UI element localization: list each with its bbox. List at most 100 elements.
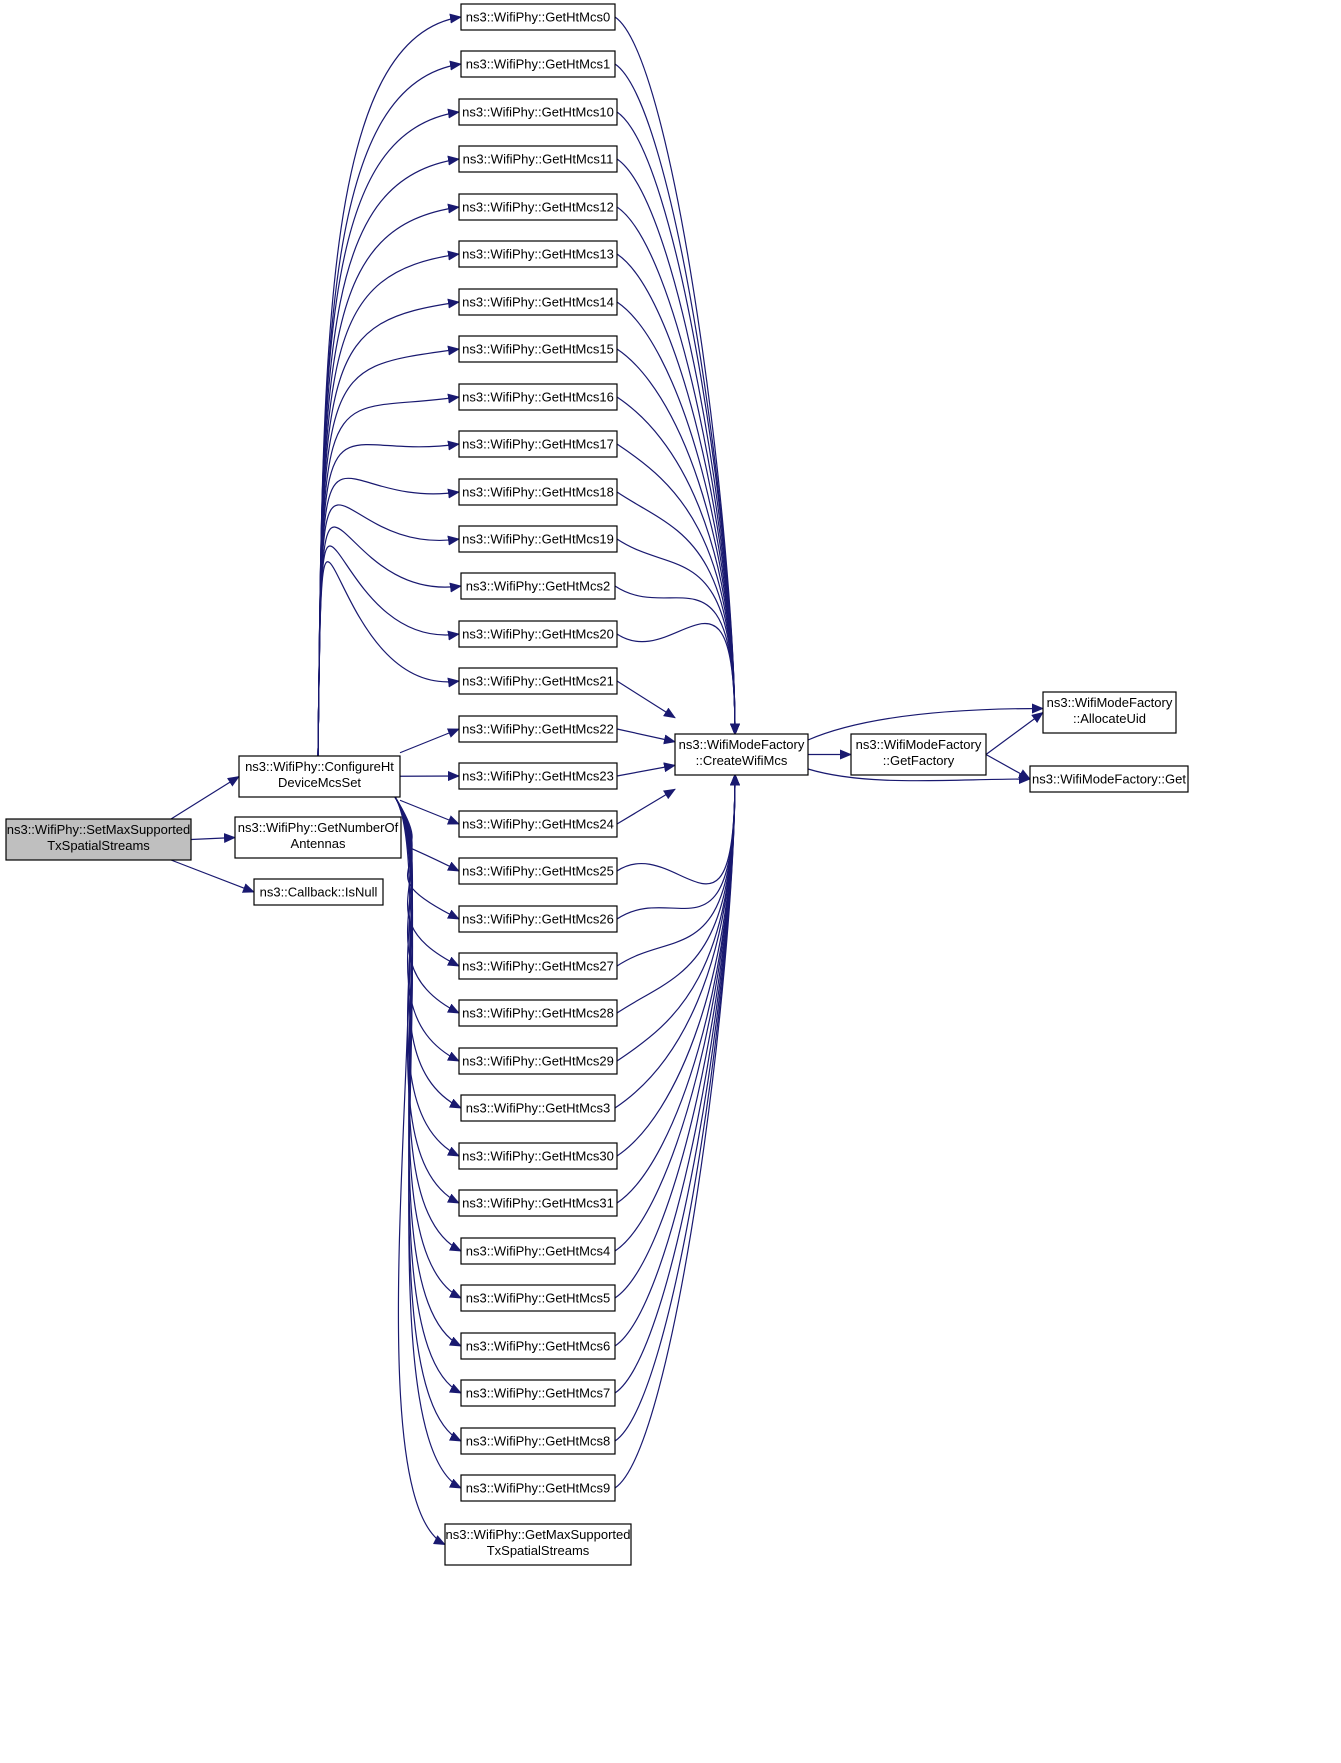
node-m10[interactable]: ns3::WifiPhy::GetHtMcs10 [458, 98, 618, 126]
edge [616, 538, 740, 736]
node-label: ns3::WifiPhy::GetHtMcs27 [462, 959, 614, 974]
node-label: ns3::WifiPhy::GetHtMcs15 [462, 342, 614, 357]
edge-configure-to-m12 [317, 203, 460, 757]
node-m8[interactable]: ns3::WifiPhy::GetHtMcs8 [460, 1427, 616, 1455]
node-box [460, 1474, 616, 1502]
node-isnull[interactable]: ns3::Callback::IsNull [253, 878, 384, 906]
node-get[interactable]: ns3::WifiModeFactory::Get [1029, 765, 1189, 793]
node-m4[interactable]: ns3::WifiPhy::GetHtMcs4 [460, 1237, 616, 1265]
edge-m0-to-createmcs [614, 16, 740, 736]
node-m19[interactable]: ns3::WifiPhy::GetHtMcs19 [458, 525, 618, 553]
edge [985, 711, 1044, 755]
node-label: ns3::WifiPhy::GetHtMcs5 [466, 1291, 610, 1306]
node-m7[interactable]: ns3::WifiPhy::GetHtMcs7 [460, 1379, 616, 1407]
node-label: ns3::WifiPhy::GetHtMcs28 [462, 1006, 614, 1021]
node-label: ns3::WifiModeFactory [679, 737, 805, 752]
node-m31[interactable]: ns3::WifiPhy::GetHtMcs31 [458, 1189, 618, 1217]
edge-configure-to-m15 [317, 345, 460, 757]
node-box [460, 1427, 616, 1455]
node-m11[interactable]: ns3::WifiPhy::GetHtMcs11 [458, 145, 618, 173]
edge-createmcs-to-get [807, 768, 1031, 785]
edge-m21-to-createmcs [616, 680, 676, 719]
node-m20[interactable]: ns3::WifiPhy::GetHtMcs20 [458, 620, 618, 648]
node-box [458, 193, 618, 221]
node-m21[interactable]: ns3::WifiPhy::GetHtMcs21 [458, 667, 618, 695]
edge-getfactory-to-get [985, 753, 1031, 780]
node-label: ns3::WifiPhy::GetHtMcs13 [462, 247, 614, 262]
node-m16[interactable]: ns3::WifiPhy::GetHtMcs16 [458, 383, 618, 411]
node-getfactory[interactable]: ns3::WifiModeFactory::GetFactory [850, 733, 987, 776]
node-label: ns3::WifiPhy::GetHtMcs23 [462, 769, 614, 784]
node-m9[interactable]: ns3::WifiPhy::GetHtMcs9 [460, 1474, 616, 1502]
node-label: ns3::Callback::IsNull [260, 885, 378, 900]
node-m15[interactable]: ns3::WifiPhy::GetHtMcs15 [458, 335, 618, 363]
edge [394, 796, 446, 1546]
node-m22[interactable]: ns3::WifiPhy::GetHtMcs22 [458, 715, 618, 743]
node-getmax[interactable]: ns3::WifiPhy::GetMaxSupportedTxSpatialSt… [444, 1523, 632, 1566]
node-box [5, 818, 192, 861]
edge-configure-to-m16 [317, 393, 460, 757]
edge-configure-to-m22 [399, 728, 460, 754]
node-allocuid[interactable]: ns3::WifiModeFactory::AllocateUid [1042, 691, 1177, 734]
node-m1[interactable]: ns3::WifiPhy::GetHtMcs1 [460, 50, 616, 78]
edge [317, 108, 460, 757]
node-m25[interactable]: ns3::WifiPhy::GetHtMcs25 [458, 857, 618, 885]
node-root[interactable]: ns3::WifiPhy::SetMaxSupportedTxSpatialSt… [5, 818, 192, 861]
edge-m11-to-createmcs [616, 158, 740, 736]
edge [394, 796, 462, 1299]
edge-configure-to-m25 [394, 796, 460, 872]
edge-m6-to-createmcs [614, 773, 740, 1347]
edge-root-to-configure [170, 775, 240, 820]
edge-m23-to-createmcs [616, 762, 676, 777]
node-label: ns3::WifiModeFactory [1047, 695, 1173, 710]
node-m14[interactable]: ns3::WifiPhy::GetHtMcs14 [458, 288, 618, 316]
node-m18[interactable]: ns3::WifiPhy::GetHtMcs18 [458, 478, 618, 506]
node-label: TxSpatialStreams [487, 1543, 590, 1558]
node-box [460, 3, 616, 31]
edge-configure-to-m19 [317, 504, 460, 757]
node-m0[interactable]: ns3::WifiPhy::GetHtMcs0 [460, 3, 616, 31]
node-m28[interactable]: ns3::WifiPhy::GetHtMcs28 [458, 999, 618, 1027]
node-box [674, 733, 809, 776]
edge [614, 63, 740, 736]
node-box [458, 430, 618, 458]
node-m6[interactable]: ns3::WifiPhy::GetHtMcs6 [460, 1332, 616, 1360]
node-box [458, 762, 618, 790]
edge [394, 796, 460, 1062]
node-m2[interactable]: ns3::WifiPhy::GetHtMcs2 [460, 572, 616, 600]
edge-m20-to-createmcs [616, 622, 740, 736]
node-label: ns3::WifiPhy::GetHtMcs11 [463, 152, 614, 167]
node-label: ns3::WifiPhy::GetHtMcs6 [466, 1339, 610, 1354]
node-box [238, 755, 401, 798]
node-m17[interactable]: ns3::WifiPhy::GetHtMcs17 [458, 430, 618, 458]
edge [616, 773, 740, 920]
edge-configure-to-m0 [317, 13, 462, 757]
node-m12[interactable]: ns3::WifiPhy::GetHtMcs12 [458, 193, 618, 221]
node-m29[interactable]: ns3::WifiPhy::GetHtMcs29 [458, 1047, 618, 1075]
edge-configure-to-getmax [394, 796, 446, 1546]
edge-configure-to-m9 [394, 796, 462, 1489]
node-m26[interactable]: ns3::WifiPhy::GetHtMcs26 [458, 905, 618, 933]
node-m27[interactable]: ns3::WifiPhy::GetHtMcs27 [458, 952, 618, 980]
node-m24[interactable]: ns3::WifiPhy::GetHtMcs24 [458, 810, 618, 838]
node-m5[interactable]: ns3::WifiPhy::GetHtMcs5 [460, 1284, 616, 1312]
edge [399, 728, 460, 754]
edge [616, 728, 676, 745]
edge [399, 799, 460, 825]
node-m30[interactable]: ns3::WifiPhy::GetHtMcs30 [458, 1142, 618, 1170]
edge-configure-to-m6 [394, 796, 462, 1347]
node-box [458, 620, 618, 648]
node-m13[interactable]: ns3::WifiPhy::GetHtMcs13 [458, 240, 618, 268]
node-box [458, 478, 618, 506]
node-box [458, 857, 618, 885]
node-m23[interactable]: ns3::WifiPhy::GetHtMcs23 [458, 762, 618, 790]
node-label: ns3::WifiPhy::GetHtMcs16 [462, 390, 614, 405]
edge-configure-to-m2 [317, 526, 462, 757]
node-createmcs[interactable]: ns3::WifiModeFactory::CreateWifiMcs [674, 733, 809, 776]
edge-m22-to-createmcs [616, 728, 676, 745]
node-m3[interactable]: ns3::WifiPhy::GetHtMcs3 [460, 1094, 616, 1122]
edge-configure-to-m10 [317, 108, 460, 757]
edges-layer [170, 13, 1044, 1546]
